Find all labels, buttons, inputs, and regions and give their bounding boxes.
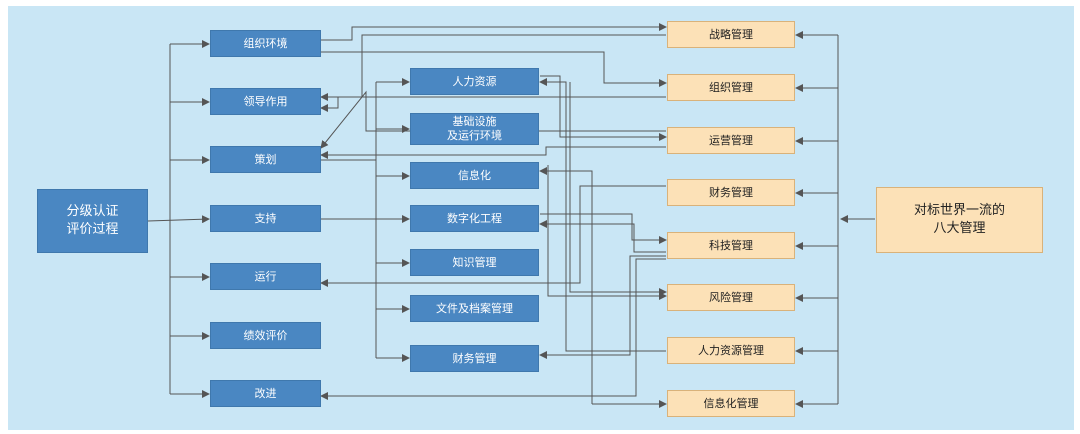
management-box-human-resources: 人力资源管理 (667, 337, 795, 364)
resource-box-knowledge-management: 知识管理 (410, 249, 539, 276)
resource-box-human-resources: 人力资源 (410, 68, 539, 95)
stage-box-operation: 运行 (210, 263, 321, 290)
stage-box-organization-context: 组织环境 (210, 30, 321, 57)
stage-box-leadership: 领导作用 (210, 88, 321, 115)
world-class-management-box: 对标世界一流的 八大管理 (876, 187, 1043, 253)
management-box-operations: 运营管理 (667, 127, 795, 154)
management-box-organization: 组织管理 (667, 74, 795, 101)
resource-box-informatization: 信息化 (410, 162, 539, 189)
management-box-technology: 科技管理 (667, 232, 795, 259)
resource-box-digital-engineering: 数字化工程 (410, 205, 539, 232)
resource-box-infrastructure: 基础设施 及运行环境 (410, 113, 539, 145)
resource-box-documents-archives: 文件及档案管理 (410, 295, 539, 322)
stage-box-support: 支持 (210, 205, 321, 232)
evaluation-process-box: 分级认证 评价过程 (37, 189, 148, 253)
stage-box-performance-evaluation: 绩效评价 (210, 322, 321, 349)
management-box-risk: 风险管理 (667, 284, 795, 311)
management-box-finance: 财务管理 (667, 179, 795, 206)
management-box-strategy: 战略管理 (667, 21, 795, 48)
management-box-informatization: 信息化管理 (667, 390, 795, 417)
stage-box-planning: 策划 (210, 146, 321, 173)
resource-box-financial-management: 财务管理 (410, 345, 539, 372)
stage-box-improvement: 改进 (210, 380, 321, 407)
